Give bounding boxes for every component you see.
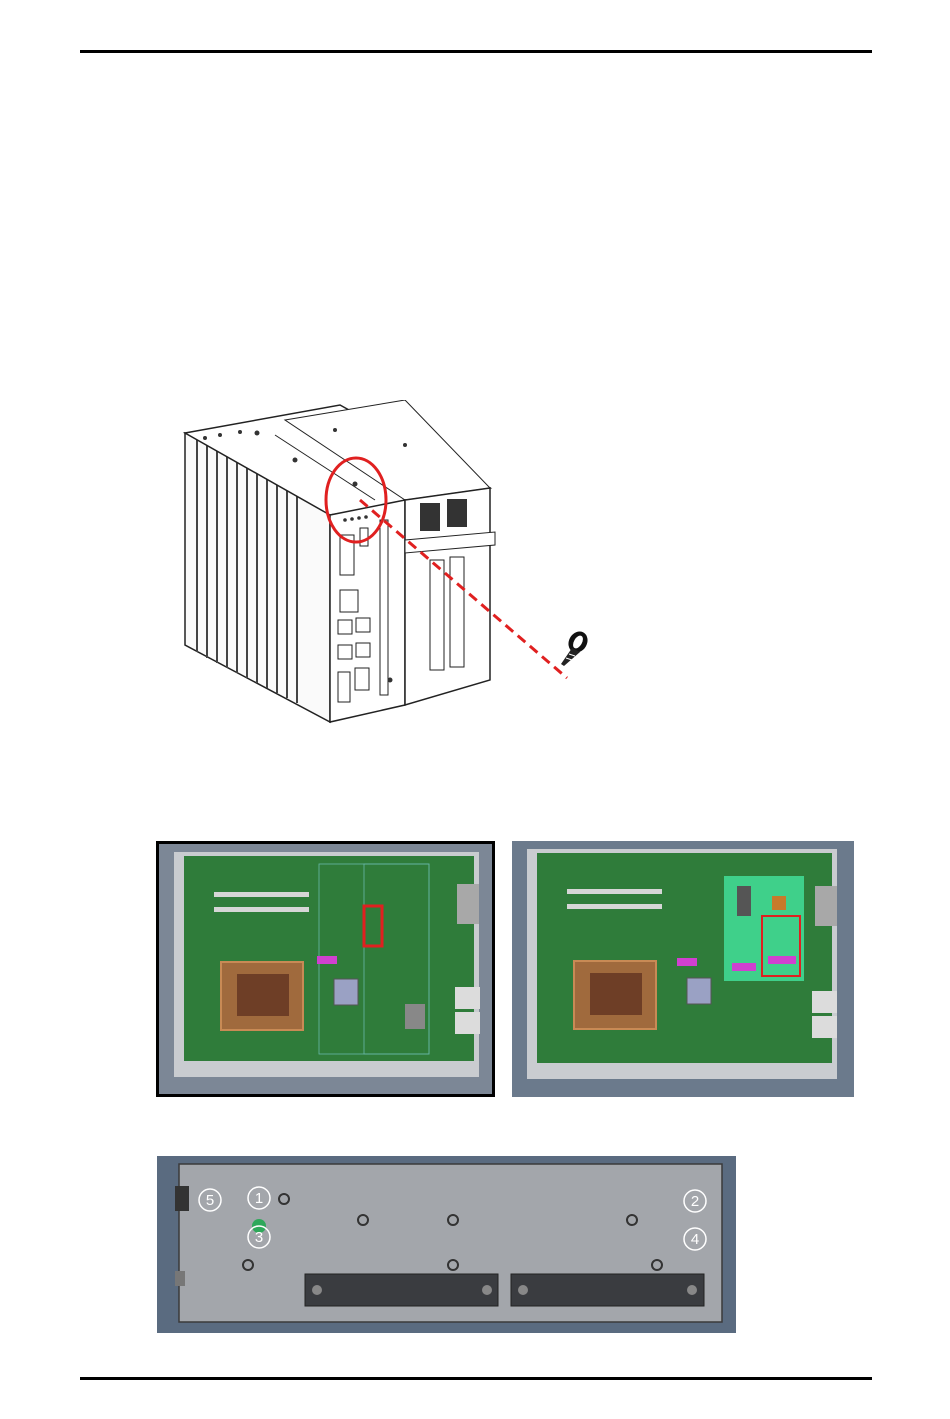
motherboard-with-module-icon bbox=[512, 841, 854, 1097]
screw-label-2: 2 bbox=[691, 1193, 699, 1210]
screw-label-1: 1 bbox=[255, 1190, 263, 1207]
motherboard-icon bbox=[156, 841, 495, 1097]
screw-icon bbox=[556, 630, 592, 672]
screw-label-4: 4 bbox=[691, 1231, 699, 1248]
screw-label-5: 5 bbox=[206, 1192, 214, 1209]
footer-rule bbox=[80, 1377, 872, 1380]
header-rule bbox=[80, 50, 872, 53]
bottom-plate-icon: 5 1 2 3 4 bbox=[157, 1156, 736, 1333]
device-chassis-icon bbox=[175, 400, 595, 730]
screw-label-3: 3 bbox=[255, 1229, 263, 1246]
